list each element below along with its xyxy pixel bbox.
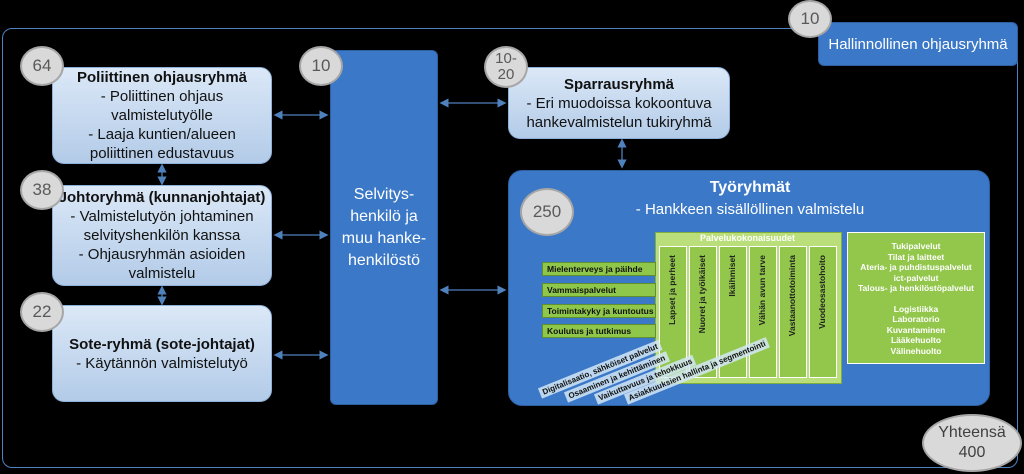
poliittinen-line: valmistelutyölle: [111, 107, 213, 124]
selvitys-line: henkilöstö: [347, 251, 421, 269]
sparrausryhma-box: Sparrausryhmä - Eri muodoissa kokoontuva…: [508, 67, 730, 139]
tuki-item: Lääkehuolto: [890, 335, 942, 345]
tukipalvelut-panel: Tukipalvelut Tilat ja laitteet Ateria- j…: [847, 232, 985, 364]
johtoryhma-box: Johtoryhmä (kunnanjohtajat) - Valmistelu…: [52, 185, 272, 286]
johtoryhma-line: selvityshenkilön kanssa: [83, 227, 241, 244]
service-column-label: Vastaanottotoiminta: [787, 255, 797, 337]
sparraus-line: - Eri muodoissa kokoontuva: [526, 94, 712, 112]
johtoryhma-title: Johtoryhmä (kunnanjohtajat): [58, 189, 266, 206]
selvitys-line: henkilö ja: [350, 207, 418, 225]
count-circle-hallinto: 10: [788, 0, 832, 38]
theme-row: Mielenterveys ja päihde: [542, 262, 656, 276]
tuki-item: Tukipalvelut: [891, 241, 941, 251]
poliittinen-title: Poliittinen ohjausryhmä: [76, 69, 248, 86]
count-circle-johtoryhma: 38: [20, 170, 64, 210]
selvitys-line: muu hanke-: [341, 229, 427, 247]
johtoryhma-line: - Valmistelutyön johtaminen: [70, 208, 254, 225]
selvitys-line: Selvitys-: [353, 185, 415, 203]
sote-title: Sote-ryhmä (sote-johtajat): [69, 335, 255, 353]
service-column-label: Ikäihmiset: [727, 255, 737, 297]
tuki-item: Logistiikka: [893, 303, 939, 314]
poliittinen-line: poliittinen edustavuus: [89, 145, 235, 162]
johtoryhma-line: valmistelu: [128, 265, 196, 282]
tuki-item: Ateria- ja puhdistuspalvelut: [860, 262, 972, 272]
sparraus-line: hankevalmistelun tukiryhmä: [526, 113, 712, 131]
tuki-item: Kuvantaminen: [886, 324, 946, 335]
service-column: Vuodeosastohoito: [809, 246, 837, 378]
tuki-spacer: [848, 294, 984, 304]
count-circle-tyoryhmat: 250: [520, 188, 574, 236]
count-circle-sparraus: 10- 20: [484, 46, 528, 88]
palvelukokonaisuudet-title: Palvelukokonaisuudet: [699, 233, 796, 243]
service-column-label: Lapset ja perheet: [667, 255, 677, 325]
theme-row: Koulutus ja tutkimus: [542, 324, 656, 338]
poliittinen-line: - Poliittinen ohjaus: [100, 88, 224, 105]
service-column-label: Nuoret ja työikäiset: [697, 255, 707, 334]
tuki-item: Tilat ja laitteet: [887, 251, 945, 262]
johtoryhma-line: - Ohjausryhmän asioiden: [78, 246, 246, 263]
count-circle-selvitys: 10: [299, 46, 343, 86]
tuki-item: Talous- ja henkilöstöpalvelut: [857, 283, 975, 293]
tyoryhmat-title: Työryhmät: [709, 179, 791, 196]
total-circle: Yhteensä 400: [922, 414, 1022, 472]
poliittinen-line: - Laaja kuntien/alueen: [88, 126, 236, 143]
theme-row: Toimintakyky ja kuntoutus: [542, 304, 656, 318]
count-circle-sote: 22: [20, 292, 64, 332]
tyoryhmat-subtitle: - Hankkeen sisällöllinen valmistelu: [635, 201, 865, 218]
hallinnollinen-ohjausryhma-box: Hallinnollinen ohjausryhmä: [818, 22, 1018, 66]
total-label: Yhteensä: [938, 424, 1006, 441]
poliittinen-ohjausryhma-box: Poliittinen ohjausryhmä - Poliittinen oh…: [52, 67, 272, 164]
service-column-label: Vuodeosastohoito: [817, 255, 827, 329]
sote-ryhma-box: Sote-ryhmä (sote-johtajat) - Käytännön v…: [52, 305, 272, 402]
tuki-item: ict-palvelut: [893, 272, 939, 283]
service-column: Vähän avun tarve: [749, 246, 777, 378]
theme-row: Vammaispalvelut: [542, 283, 656, 297]
tuki-item: Välinehuolto: [890, 345, 942, 356]
count-circle-poliittinen: 64: [20, 46, 64, 86]
sparraus-title: Sparrausryhmä: [563, 75, 675, 93]
tuki-item: Laboratorio: [892, 314, 940, 324]
total-value: 400: [958, 444, 986, 461]
selvityshenkilo-box: Selvitys- henkilö ja muu hanke- henkilös…: [330, 50, 438, 405]
service-column: Vastaanottotoiminta: [779, 246, 807, 378]
organization-frame: [2, 28, 1018, 468]
sote-line: - Käytännön valmistelutyö: [76, 354, 248, 372]
service-column-label: Vähän avun tarve: [757, 255, 767, 326]
